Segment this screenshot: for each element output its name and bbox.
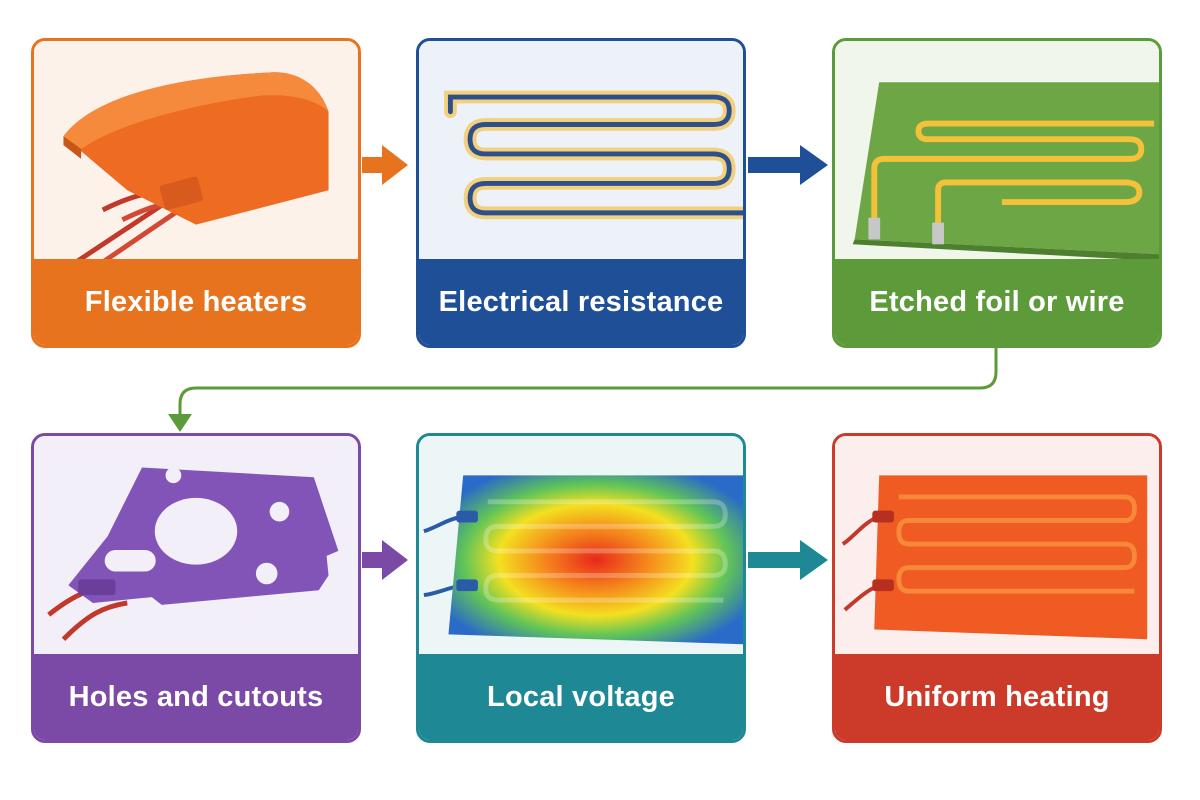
resistance-wire-serpentine-icon (419, 41, 743, 263)
step-label: Electrical resistance (419, 259, 743, 345)
step-card-holes-and-cutouts: Holes and cutouts (31, 433, 361, 743)
step-label: Flexible heaters (34, 259, 358, 345)
heat-map-heater-icon (419, 436, 743, 658)
connector-3-to-4 (168, 348, 998, 432)
arrow-2-to-3 (748, 145, 828, 185)
arrow-1-to-2 (362, 145, 408, 185)
uniformly-heated-pad-icon (835, 436, 1159, 658)
arrow-4-to-5 (362, 540, 408, 580)
step-label: Uniform heating (835, 654, 1159, 740)
step-card-uniform-heating: Uniform heating (832, 433, 1162, 743)
step-card-electrical-resistance: Electrical resistance (416, 38, 746, 348)
heater-with-cutouts-icon (34, 436, 358, 658)
step-card-local-voltage: Local voltage (416, 433, 746, 743)
etched-foil-circuit-icon (835, 41, 1159, 263)
step-label: Etched foil or wire (835, 259, 1159, 345)
arrow-5-to-6 (748, 540, 828, 580)
step-card-flexible-heaters: Flexible heaters (31, 38, 361, 348)
step-label: Local voltage (419, 654, 743, 740)
step-card-etched-foil-or-wire: Etched foil or wire (832, 38, 1162, 348)
step-label: Holes and cutouts (34, 654, 358, 740)
orange-silicone-heater-icon (34, 41, 358, 263)
